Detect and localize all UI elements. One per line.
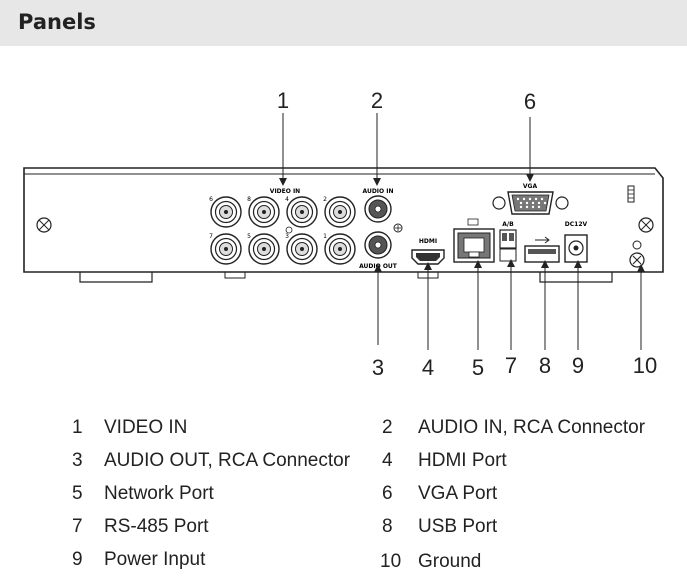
bnc-2 xyxy=(324,196,356,228)
left-screw xyxy=(36,217,52,233)
legend-number: 5 xyxy=(72,483,83,504)
network-port xyxy=(453,218,495,263)
legend-label: AUDIO OUT, RCA Connector xyxy=(104,450,351,471)
vga-port: VGA xyxy=(492,183,569,215)
channel-label: 3 xyxy=(285,233,289,240)
channel-label: 8 xyxy=(247,196,251,203)
bnc-1 xyxy=(324,233,356,265)
ground-terminal xyxy=(629,240,645,268)
callout-9: 9 xyxy=(572,353,584,378)
channel-label: 1 xyxy=(323,233,327,240)
hdmi-panel-label: HDMI xyxy=(419,238,437,245)
legend-number: 4 xyxy=(382,450,393,471)
legend-number: 1 xyxy=(72,417,83,438)
legend-label: USB Port xyxy=(418,516,498,537)
bnc-8 xyxy=(248,196,280,228)
channel-label: 5 xyxy=(247,233,251,240)
callout-5: 5 xyxy=(472,355,484,380)
legend-label: RS-485 Port xyxy=(104,516,209,537)
legend-label: Network Port xyxy=(104,483,214,504)
channel-label: 6 xyxy=(209,196,213,203)
legend-label: Ground xyxy=(418,551,482,572)
channel-label: 2 xyxy=(323,196,327,203)
callout-10: 10 xyxy=(633,353,657,378)
legend-label: Power Input xyxy=(104,549,206,570)
bnc-6 xyxy=(210,196,242,228)
rs485-port: A/B xyxy=(499,221,517,262)
bnc-3 xyxy=(286,233,318,265)
power-port: DC12V xyxy=(564,221,588,263)
legend-number: 9 xyxy=(72,549,83,570)
legend-label: VIDEO IN xyxy=(104,417,188,438)
bnc-5 xyxy=(248,233,280,265)
channel-label: 4 xyxy=(285,196,289,203)
callout-lines xyxy=(279,113,645,350)
legend-number: 10 xyxy=(380,551,402,572)
callout-1: 1 xyxy=(277,88,289,113)
callout-4: 4 xyxy=(422,355,434,380)
rear-panel-diagram: VIDEO IN 6 8 4 2 7 5 3 1 AUDIO IN AUDIO … xyxy=(23,88,664,380)
right-screw xyxy=(638,217,654,233)
callout-8: 8 xyxy=(539,353,551,378)
legend-number: 3 xyxy=(72,450,83,471)
legend-label: AUDIO IN, RCA Connector xyxy=(418,417,646,438)
legend-number: 7 xyxy=(72,516,83,537)
hdmi-port: HDMI xyxy=(411,238,445,265)
ab-panel-label: A/B xyxy=(502,221,514,228)
callout-6: 6 xyxy=(524,89,536,114)
channel-label: 7 xyxy=(209,233,213,240)
vga-panel-label: VGA xyxy=(523,183,538,190)
legend-label: HDMI Port xyxy=(418,450,507,471)
video-in-connectors: VIDEO IN 6 8 4 2 7 5 3 1 xyxy=(209,188,356,265)
legend-label: VGA Port xyxy=(418,483,498,504)
section-header: Panels xyxy=(0,0,687,46)
audio-in-panel-label: AUDIO IN xyxy=(363,188,394,195)
callout-3: 3 xyxy=(372,355,384,380)
legend-number: 8 xyxy=(382,516,393,537)
legend-number: 2 xyxy=(382,417,393,438)
rca-audio-in xyxy=(364,195,392,223)
legend-number: 6 xyxy=(382,483,393,504)
callout-7: 7 xyxy=(505,353,517,378)
callout-2: 2 xyxy=(371,88,383,113)
bnc-7 xyxy=(210,233,242,265)
rca-audio-out xyxy=(364,231,392,259)
dc12v-panel-label: DC12V xyxy=(565,221,588,228)
usb-port xyxy=(524,236,560,263)
section-title: Panels xyxy=(18,10,96,34)
video-in-panel-label: VIDEO IN xyxy=(270,188,300,195)
bnc-4 xyxy=(286,196,318,228)
